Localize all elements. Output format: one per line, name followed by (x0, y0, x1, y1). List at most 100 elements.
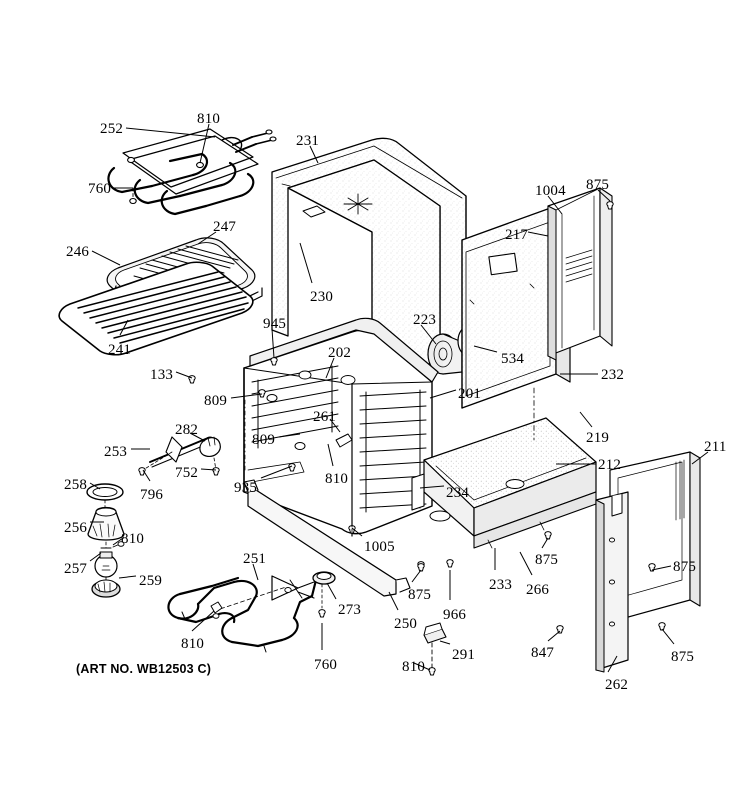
bracket-291-artwork (423, 622, 447, 676)
callout-266: 266 (526, 582, 550, 598)
callout-273: 273 (338, 602, 362, 618)
callout-259: 259 (139, 573, 163, 589)
misc-fasteners-artwork (351, 523, 564, 634)
leader-810b (327, 443, 334, 467)
bake-element-artwork (167, 575, 318, 653)
leader-202 (325, 357, 335, 379)
callout-253: 253 (104, 444, 128, 460)
callout-234: 234 (446, 485, 470, 501)
leader-133 (175, 371, 193, 379)
leader-534 (473, 345, 498, 353)
leader-241 (119, 319, 129, 336)
leader-875c (597, 189, 611, 202)
callout-945: 945 (263, 316, 287, 332)
callout-796: 796 (140, 487, 164, 503)
leader-810c (112, 537, 124, 546)
callout-leader-lines (89, 123, 709, 673)
callout-875b: 875 (535, 552, 559, 568)
callout-1004: 1004 (535, 183, 566, 199)
leader-875b (541, 537, 549, 549)
callout-257: 257 (64, 561, 88, 577)
leader-266 (519, 551, 533, 576)
callout-935: 935 (234, 480, 258, 496)
callout-211: 211 (704, 439, 727, 455)
leader-810a (199, 123, 210, 164)
callout-752: 752 (175, 465, 199, 481)
leader-230 (299, 242, 313, 284)
oven-liner-artwork (243, 317, 439, 537)
callout-202: 202 (328, 345, 352, 361)
leader-935 (260, 465, 293, 479)
callout-246: 246 (66, 244, 90, 260)
leader-752 (200, 468, 217, 471)
leader-252 (125, 127, 216, 138)
rear-panel-artwork (595, 451, 701, 673)
callout-262: 262 (605, 677, 629, 693)
callout-810d: 810 (181, 636, 205, 652)
callout-760b: 760 (314, 657, 338, 673)
callout-809a: 809 (204, 393, 228, 409)
callout-247: 247 (213, 219, 237, 235)
callout-875d: 875 (673, 559, 697, 575)
side-panel-217-artwork (547, 187, 614, 361)
leader-875a (411, 569, 422, 583)
callout-223: 223 (413, 312, 437, 328)
leader-211 (691, 451, 709, 465)
callout-875e: 875 (671, 649, 695, 665)
leader-223 (420, 324, 437, 345)
leader-945 (271, 328, 275, 359)
callout-810a: 810 (197, 111, 221, 127)
callout-232: 232 (601, 367, 625, 383)
leader-261 (329, 418, 341, 433)
callout-282: 282 (175, 422, 199, 438)
callout-809b: 809 (252, 432, 276, 448)
leader-258 (89, 482, 101, 490)
oven-base-pan-artwork (411, 417, 597, 570)
leader-259 (118, 575, 137, 579)
callout-875c: 875 (586, 177, 610, 193)
callout-966: 966 (443, 607, 467, 623)
leader-282 (189, 432, 206, 442)
callout-250: 250 (394, 616, 418, 632)
callout-291: 291 (452, 647, 476, 663)
callout-810e: 810 (402, 659, 426, 675)
broil-element-artwork (107, 128, 277, 216)
leader-251 (252, 563, 259, 581)
leader-262 (607, 655, 618, 673)
leader-1004 (547, 195, 563, 215)
front-trim-artwork (243, 479, 425, 597)
callout-810c: 810 (121, 531, 145, 547)
leader-809a (230, 393, 263, 399)
leader-219 (579, 411, 593, 428)
leader-246 (91, 250, 121, 266)
leader-250 (388, 591, 399, 611)
callout-133: 133 (150, 367, 174, 383)
callout-256: 256 (64, 520, 88, 536)
callout-760a: 760 (88, 181, 112, 197)
lamp-assembly-artwork (86, 436, 221, 598)
callout-231: 231 (296, 133, 320, 149)
leader-809b (278, 433, 301, 438)
callout-810b: 810 (325, 471, 349, 487)
oven-rack-artwork (58, 261, 254, 356)
callout-233: 233 (489, 577, 513, 593)
callout-875a: 875 (408, 587, 432, 603)
art-number-label: (ART NO. WB12503 C) (76, 662, 212, 676)
leader-234 (419, 485, 445, 489)
callout-212: 212 (598, 457, 622, 473)
leader-231 (309, 145, 319, 164)
leader-875e (661, 628, 675, 645)
callout-251: 251 (243, 551, 267, 567)
leader-1005 (351, 527, 363, 537)
callout-534: 534 (501, 351, 525, 367)
callout-230: 230 (310, 289, 334, 305)
callout-217: 217 (505, 227, 529, 243)
leader-201 (429, 389, 457, 399)
leader-247 (197, 231, 217, 245)
detail-dashes (188, 375, 246, 471)
callout-261: 261 (313, 409, 337, 425)
callout-252: 252 (100, 121, 124, 137)
leader-847 (547, 630, 561, 642)
